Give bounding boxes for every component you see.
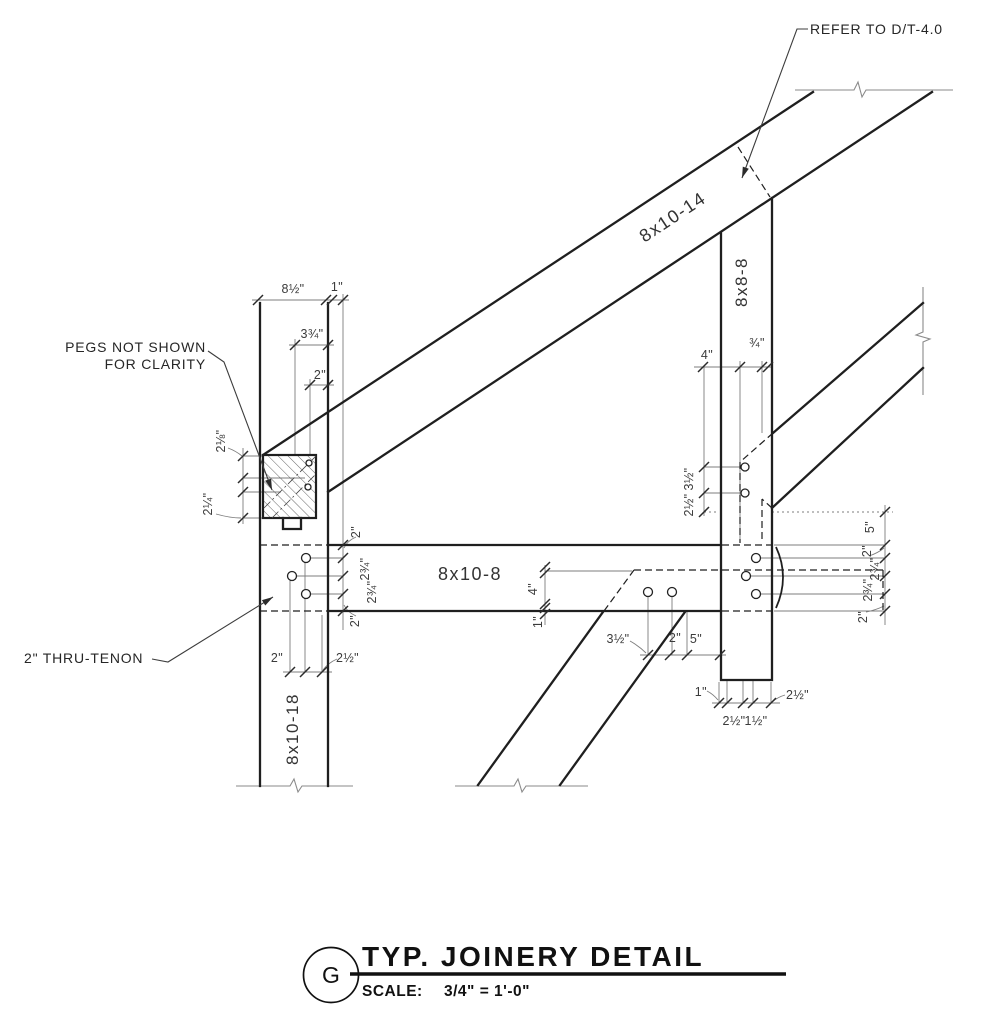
- peg: [740, 462, 750, 472]
- dim-right-stack-2b: 2": [856, 611, 870, 623]
- dim-post-bottom-1-1-2: 1½": [744, 714, 767, 728]
- leader-arrowhead: [742, 166, 749, 178]
- dim-post-top-4: 4": [701, 348, 713, 362]
- scale-label: SCALE:: [362, 983, 423, 1000]
- dim-2-1-4: 2¼": [201, 492, 215, 515]
- dim-tenon-4: 4": [526, 583, 540, 595]
- dim-brace-2: 2": [669, 631, 681, 645]
- detail-title: TYP. JOINERY DETAIL: [362, 941, 704, 972]
- dim-left-stack-2-3-4b: 2¾": [365, 580, 379, 603]
- dim-2in-top: 2": [314, 368, 326, 382]
- beam-label: 8x10-8: [438, 564, 502, 584]
- peg: [304, 483, 312, 491]
- peg: [286, 570, 298, 582]
- title-block: G TYP. JOINERY DETAIL SCALE: 3/4" = 1'-0…: [302, 941, 786, 1004]
- dim-offset-1in: 1": [331, 280, 343, 294]
- detail-letter: G: [322, 962, 340, 988]
- peg: [750, 552, 762, 564]
- dim-brace-peg-3-1-2: 3½": [682, 467, 696, 490]
- break-lines: [236, 80, 953, 794]
- leader-arrowhead: [261, 597, 273, 606]
- hidden-lines: [260, 146, 884, 612]
- tenon-end-arc: [775, 546, 784, 609]
- left-post-label: 8x10-18: [283, 693, 302, 765]
- dim-post-bottom-1: 1": [695, 685, 707, 699]
- leader-lines: [151, 28, 808, 663]
- dimension-lines: [215, 294, 893, 704]
- dim-2-1-8: 2⅛": [214, 429, 228, 452]
- peg: [305, 459, 313, 467]
- member-outlines: [258, 90, 934, 788]
- scale-value: 3/4" = 1'-0": [444, 983, 530, 1000]
- rafter-label: 8x10-14: [636, 188, 710, 246]
- dim-left-stack-2b: 2": [348, 615, 362, 627]
- annotations: REFER TO D/T-4.0 PEGS NOT SHOWN FOR CLAR…: [24, 21, 943, 666]
- dim-post-top-3-4: ¾": [749, 336, 765, 350]
- peg: [740, 570, 752, 582]
- leader-arrowhead: [265, 478, 272, 490]
- dim-brace-5: 5": [690, 632, 702, 646]
- hatch-centerlines: [263, 455, 317, 519]
- peg: [750, 588, 762, 600]
- dim-left-stack-2-3-4a: 2¾": [358, 557, 372, 580]
- dim-right-stack-2-3-4b: 2¾": [861, 578, 875, 601]
- peg: [300, 552, 312, 564]
- dim-right-stack-2a: 2": [860, 545, 874, 557]
- dim-right-stack-5: 5": [863, 521, 877, 533]
- dim-post-bottom-2-1-2a: 2½": [722, 714, 745, 728]
- dim-left-bottom-2-1-2: 2½": [336, 651, 359, 665]
- pegs-note-line2: FOR CLARITY: [105, 356, 206, 372]
- dim-tenon-1: 1": [531, 616, 545, 628]
- peg: [666, 586, 678, 598]
- dim-brace-3-1-2: 3½": [606, 632, 629, 646]
- dimension-labels: 8½" 1" 3¾" 2" 2⅛" 2¼" 2" 2¾" 2¾" 2" 2" 2…: [201, 280, 882, 728]
- peg-holes: [286, 459, 762, 600]
- peg: [642, 586, 654, 598]
- dimension-ticks: [237, 294, 891, 709]
- peg: [300, 588, 312, 600]
- dim-brace-peg-2-1-2: 2½": [682, 493, 696, 516]
- dim-left-bottom-2: 2": [271, 651, 283, 665]
- dim-3-3-4: 3¾": [300, 327, 323, 341]
- dim-post-width: 8½": [281, 282, 304, 296]
- peg: [740, 488, 750, 498]
- thru-tenon-note: 2" THRU-TENON: [24, 650, 143, 666]
- refer-note: REFER TO D/T-4.0: [810, 21, 943, 37]
- right-post-label: 8x8-8: [732, 257, 751, 307]
- pegs-note-line1: PEGS NOT SHOWN: [65, 339, 206, 355]
- dim-right-stack-2-3-4a: 2¾": [868, 557, 882, 580]
- dim-left-stack-2a: 2": [349, 526, 363, 538]
- dim-post-bottom-2-1-2b: 2½": [786, 688, 809, 702]
